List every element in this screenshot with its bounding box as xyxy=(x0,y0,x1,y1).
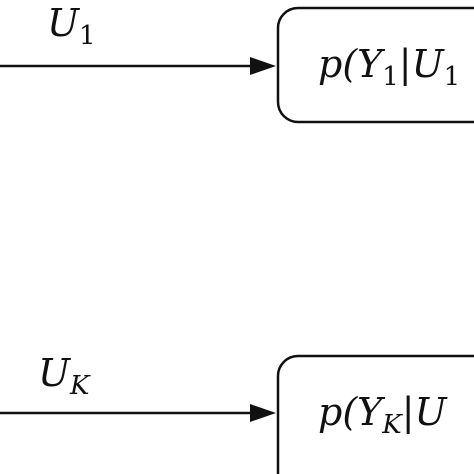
bottom-branch: UK p(YK|U xyxy=(0,351,474,474)
top-u-symbol: U xyxy=(412,42,446,86)
bottom-input-label: UK xyxy=(38,351,91,401)
top-u-subscript: 1 xyxy=(444,62,461,92)
top-channel-text: p(Y1|U1 xyxy=(318,42,460,92)
top-y-symbol: Y xyxy=(357,42,386,86)
bottom-channel-box xyxy=(276,354,474,474)
bottom-bar: | xyxy=(402,390,415,434)
top-input-symbol: U xyxy=(47,1,81,45)
top-y-subscript: 1 xyxy=(382,62,399,92)
top-branch: U1 p(Y1|U1 xyxy=(0,1,474,124)
bottom-channel-text: p(YK|U xyxy=(318,390,449,440)
bottom-y-subscript: K xyxy=(381,410,403,440)
top-input-arrowhead xyxy=(250,57,276,75)
top-bar: | xyxy=(399,42,412,86)
bottom-input-arrowhead xyxy=(250,404,276,422)
bottom-y-symbol: Y xyxy=(357,390,386,434)
bottom-input-subscript: K xyxy=(69,371,91,401)
top-channel-box xyxy=(276,6,474,124)
top-input-label: U1 xyxy=(47,1,96,51)
bottom-p-prefix: p( xyxy=(318,390,358,434)
top-p-prefix: p( xyxy=(318,42,358,86)
bottom-input-symbol: U xyxy=(38,351,72,395)
top-input-subscript: 1 xyxy=(79,21,96,51)
bottom-u-symbol: U xyxy=(415,390,449,434)
